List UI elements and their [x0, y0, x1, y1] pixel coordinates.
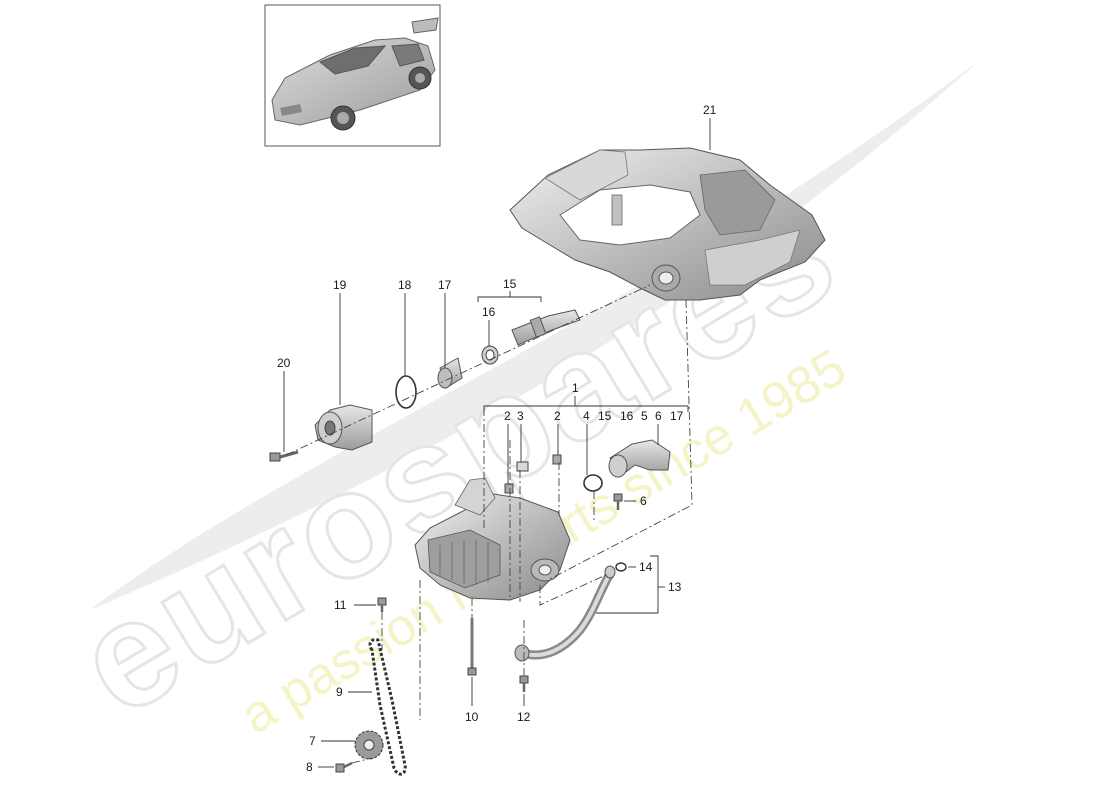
- o-ring-18: [395, 375, 417, 409]
- callout-17-top: 17: [438, 278, 452, 292]
- oil-pump: [414, 477, 571, 601]
- oil-pan: [509, 147, 826, 301]
- bolt-6: [613, 493, 623, 510]
- elbow-pipe-5: [608, 439, 671, 478]
- oil-pump-ribs: [439, 540, 489, 585]
- nut-2a: [504, 483, 514, 494]
- car-thumbnail-icon: [271, 17, 439, 131]
- callout-20: 20: [277, 356, 291, 370]
- callout-15-bottom: 15: [598, 409, 612, 423]
- car-thumbnail: [264, 4, 441, 147]
- callouts: 21 19 18 17 15 16 20 1 2 3 2 4 15 16 5 6…: [277, 103, 717, 774]
- callout-14: 14: [639, 560, 653, 574]
- o-ring-4: [583, 474, 603, 492]
- chain-9: [368, 638, 407, 776]
- callout-5: 5: [641, 409, 648, 423]
- callout-7: 7: [309, 734, 316, 748]
- bolt-12: [519, 675, 529, 692]
- callout-3: 3: [517, 409, 524, 423]
- leader-lines: [283, 118, 711, 768]
- callout-2-left: 2: [504, 409, 511, 423]
- callout-4: 4: [583, 409, 590, 423]
- callout-2-right: 2: [554, 409, 561, 423]
- watermark: eurospares a passion for parts since 198…: [48, 60, 980, 749]
- callout-6-bottom: 6: [640, 494, 647, 508]
- callout-16-top: 16: [482, 305, 496, 319]
- callout-12: 12: [517, 710, 531, 724]
- sleeve-3: [516, 461, 529, 472]
- callout-13: 13: [668, 580, 682, 594]
- shaft-15: [511, 309, 581, 346]
- suction-pipe-13: [514, 565, 616, 662]
- callout-21: 21: [703, 103, 717, 117]
- o-ring-14: [615, 562, 627, 572]
- callout-9: 9: [336, 685, 343, 699]
- sprocket-7: [354, 730, 384, 760]
- bolt-11: [377, 597, 387, 612]
- callout-6-top: 6: [655, 409, 662, 423]
- callout-10: 10: [465, 710, 479, 724]
- callout-18: 18: [398, 278, 412, 292]
- watermark-swoosh: [90, 60, 980, 610]
- callout-1: 1: [572, 381, 579, 395]
- bolt-10: [467, 618, 477, 676]
- callout-17-bottom: 17: [670, 409, 684, 423]
- seal-16: [481, 345, 499, 365]
- callout-16-bottom: 16: [620, 409, 634, 423]
- callout-19: 19: [333, 278, 347, 292]
- callout-8: 8: [306, 760, 313, 774]
- bolt-20: [269, 450, 299, 462]
- housing-19: [314, 404, 373, 451]
- bolt-8: [335, 761, 353, 773]
- callout-15-top: 15: [503, 277, 517, 291]
- callout-11: 11: [334, 598, 347, 612]
- assembly-lines: [285, 284, 693, 764]
- nut-2b: [552, 454, 562, 465]
